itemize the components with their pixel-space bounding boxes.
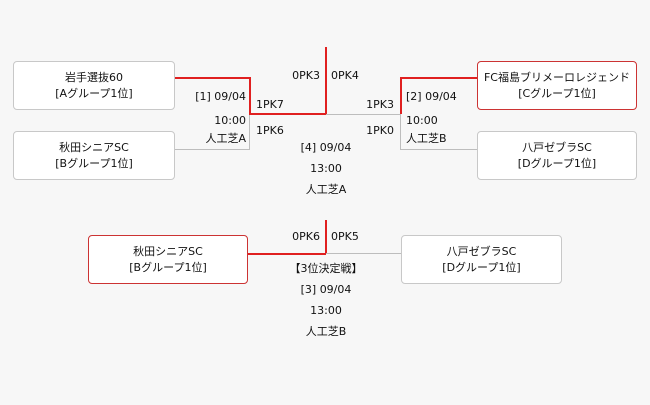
team-box-hachinohe-3rd[interactable]: 八戸ゼブラSC [Dグループ1位] <box>401 235 562 284</box>
team-group: [Dグループ1位] <box>517 156 597 170</box>
team-box-akita-3rd[interactable]: 秋田シニアSC [Bグループ1位] <box>88 235 248 284</box>
score-akita: 1PK6 <box>256 124 284 137</box>
bracket-line-hachinohe <box>400 149 477 150</box>
third-place-time: 13:00 <box>310 304 342 317</box>
match-info-venue: 人工芝A <box>205 132 246 145</box>
score-fukushima: 1PK3 <box>366 98 394 111</box>
score-final-left: 0PK3 <box>292 69 320 82</box>
score-3rd-left: 0PK6 <box>292 230 320 243</box>
third-place-match-number: [3] 09/04 <box>300 283 352 296</box>
match-info-number: [1] 09/04 <box>195 90 246 103</box>
team-name: 秋田シニアSC <box>133 244 203 258</box>
bracket-line-3rd-center <box>325 220 327 254</box>
bracket-line-3rd-left <box>248 253 326 255</box>
bracket-line-left-lower <box>249 114 250 150</box>
team-box-akita[interactable]: 秋田シニアSC [Bグループ1位] <box>13 131 175 180</box>
team-group: [Cグループ1位] <box>518 86 596 100</box>
team-group: [Aグループ1位] <box>55 86 133 100</box>
team-group: [Bグループ1位] <box>55 156 133 170</box>
score-3rd-right: 0PK5 <box>331 230 359 243</box>
score-hachinohe: 1PK0 <box>366 124 394 137</box>
bracket-line-3rd-right <box>326 253 401 254</box>
match-info-time: 10:00 <box>214 114 246 127</box>
bracket-line-iwate <box>175 77 250 79</box>
team-group: [Bグループ1位] <box>129 260 207 274</box>
bracket-line-left-to-final <box>249 113 326 115</box>
match-info-time: 10:00 <box>406 114 438 127</box>
team-name: FC福島ブリメーロレジェンド <box>483 70 630 84</box>
team-name: 八戸ゼブラSC <box>446 244 517 258</box>
final-match-number: [4] 09/04 <box>300 141 352 154</box>
team-box-fukushima[interactable]: FC福島ブリメーロレジェンド [Cグループ1位] <box>477 61 637 110</box>
final-match-time: 13:00 <box>310 162 342 175</box>
bracket-line-akita <box>175 149 250 150</box>
third-place-title: 【3位決定戦】 <box>289 262 363 275</box>
team-name: 八戸ゼブラSC <box>522 140 592 154</box>
match-info-venue: 人工芝B <box>406 132 447 145</box>
bracket-line-left-upper <box>249 77 251 114</box>
final-match-venue: 人工芝A <box>305 183 347 196</box>
team-box-iwate[interactable]: 岩手選抜60 [Aグループ1位] <box>13 61 175 110</box>
score-iwate: 1PK7 <box>256 98 284 111</box>
team-box-hachinohe[interactable]: 八戸ゼブラSC [Dグループ1位] <box>477 131 637 180</box>
team-name: 秋田シニアSC <box>59 140 129 154</box>
bracket-line-right-lower <box>400 114 401 150</box>
third-place-venue: 人工芝B <box>305 325 347 338</box>
bracket-line-right-to-final <box>326 114 401 115</box>
team-name: 岩手選抜60 <box>65 70 123 84</box>
bracket-line-right-upper <box>400 77 402 114</box>
bracket-line-final <box>325 47 327 114</box>
match-info-number: [2] 09/04 <box>406 90 457 103</box>
score-final-right: 0PK4 <box>331 69 359 82</box>
team-group: [Dグループ1位] <box>442 260 521 274</box>
bracket-line-fukushima <box>400 77 477 79</box>
